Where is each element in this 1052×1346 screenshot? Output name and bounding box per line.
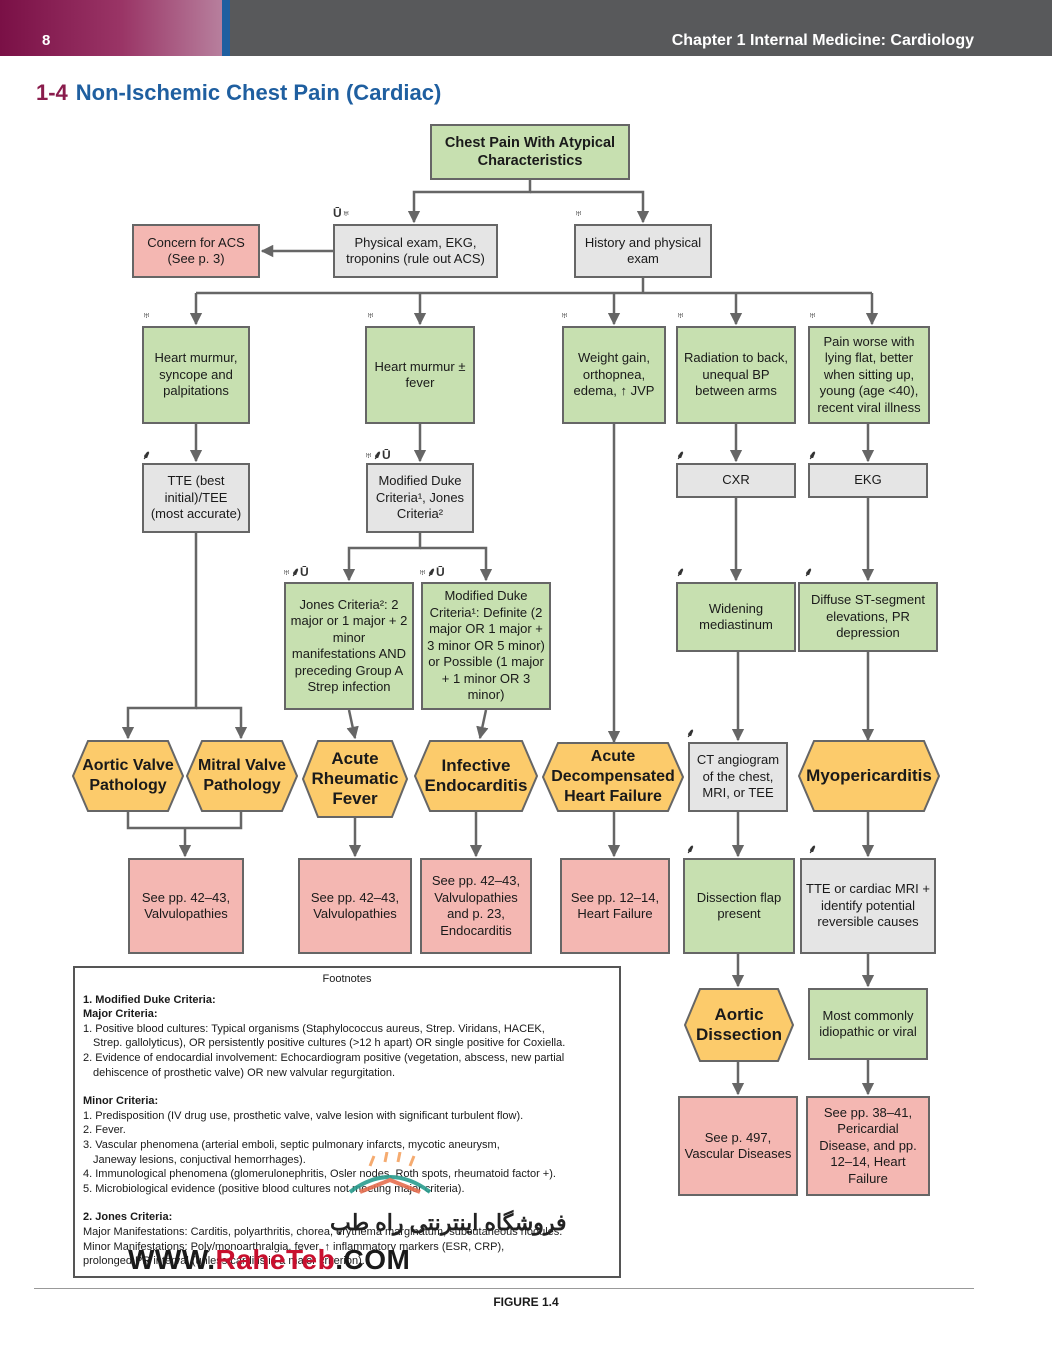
- minor-criterion-4: 4. Immunological phenomena (glomerulonep…: [83, 1168, 556, 1181]
- dx-aortic-valve: Aortic Valve Pathology: [72, 740, 184, 812]
- ref-valvulopathies-2: See pp. 42–43, Valvulopathies: [298, 858, 412, 954]
- stethoscope-icon: ♅: [808, 308, 817, 322]
- stethoscope-icon: ♅: [366, 308, 375, 322]
- header-bar-right: [230, 0, 1052, 56]
- dx-mitral-valve: Mitral Valve Pathology: [186, 740, 298, 812]
- minor-criterion-5: 5. Microbiological evidence (positive bl…: [83, 1182, 465, 1195]
- murmur-syncope-node: Heart murmur, syncope and palpitations: [142, 326, 250, 424]
- jones-title: 2. Jones Criteria:: [83, 1211, 173, 1224]
- jones-minor-cont: prolonged PR interval (unless carditis i…: [83, 1255, 365, 1268]
- major-criterion-1: 1. Positive blood cultures: Typical orga…: [83, 1022, 545, 1035]
- watermark-url: WWW.RaheTeb.COM: [128, 1244, 411, 1275]
- header-bar-separator: [222, 0, 230, 56]
- lab-exam-icon: Ū♅: [333, 206, 351, 220]
- tte-node: TTE (best initial)/TEE (most accurate): [142, 463, 250, 533]
- minor-criterion-1: 1. Predisposition (IV drug use, prosthet…: [83, 1109, 524, 1122]
- minor-criterion-3: 3. Vascular phenomena (arterial emboli, …: [83, 1138, 500, 1151]
- major-criterion-2-cont: dehiscence of prosthetic valve) OR new v…: [93, 1066, 396, 1079]
- widening-mediastinum-node: Widening mediastinum: [676, 582, 796, 652]
- header-bar-left: [0, 0, 222, 56]
- minor-criteria-title: Minor Criteria:: [83, 1095, 159, 1108]
- ref-heart-failure: See pp. 12–14, Heart Failure: [560, 858, 670, 954]
- minor-criterion-3-cont: Janeway lesions, conjuctival hemorrhages…: [93, 1153, 306, 1166]
- chapter-title: Chapter 1 Internal Medicine: Cardiology: [671, 32, 974, 49]
- ekg-node: EKG: [808, 463, 928, 498]
- duke-title: 1. Modified Duke Criteria:: [83, 993, 216, 1006]
- watermark-logo: [348, 1152, 432, 1194]
- ct-angiogram-node: CT angiogram of the chest, MRI, or TEE: [688, 742, 788, 812]
- dx-infective-endocarditis-label: Infective Endocarditis: [424, 756, 528, 795]
- dissection-flap-node: Dissection flap present: [683, 858, 795, 954]
- stethoscope-icon: ♅: [142, 308, 151, 322]
- pain-lying-node: Pain worse with lying flat, better when …: [808, 326, 930, 424]
- duke-definite-node: Modified Duke Criteria¹: Definite (2 maj…: [421, 582, 551, 710]
- stethoscope-icon: ♅: [560, 308, 569, 322]
- start-node: Chest Pain With Atypical Characteristics: [430, 124, 630, 180]
- section-title-text: Non-Ischemic Chest Pain (Cardiac): [75, 80, 442, 105]
- dx-myopericarditis-label: Myopericarditis: [806, 766, 932, 785]
- major-criteria-title: Major Criteria:: [83, 1008, 158, 1021]
- ref-endocarditis: See pp. 42–43, Valvulopathies and p. 23,…: [420, 858, 532, 954]
- imaging-icon: ⸙: [676, 565, 686, 579]
- stethoscope-icon: ♅: [676, 308, 685, 322]
- section-title: 1-4 Non-Ischemic Chest Pain (Cardiac): [36, 80, 441, 106]
- dx-rheumatic-fever-label: Acute Rheumatic Fever: [311, 749, 399, 808]
- dx-aortic-valve-label: Aortic Valve Pathology: [82, 757, 174, 794]
- acs-concern-node: Concern for ACS (See p. 3): [132, 224, 260, 278]
- page-number: 8: [42, 32, 51, 49]
- ref-pericardial: See pp. 38–41, Pericardial Disease, and …: [806, 1096, 930, 1196]
- major-criterion-1-cont: Strep. gallolyticus), OR persistently po…: [93, 1037, 566, 1050]
- imaging-icon: ⸙: [808, 842, 818, 856]
- dx-aortic-dissection-label: Aortic Dissection: [696, 1005, 782, 1044]
- imaging-icon: ⸙: [686, 842, 696, 856]
- dx-aortic-dissection: Aortic Dissection: [684, 988, 794, 1062]
- minor-criterion-2: 2. Fever.: [83, 1124, 126, 1137]
- dx-heart-failure-label: Acute Decompensated Heart Failure: [551, 748, 675, 805]
- footer-rule: [34, 1288, 974, 1289]
- watermark-persian: فروشگاه اینترنتی راه طب: [330, 1210, 567, 1235]
- dx-rheumatic-fever: Acute Rheumatic Fever: [302, 740, 408, 818]
- exam-imaging-lab-icon: ♅⸙Ū: [364, 448, 391, 462]
- duke-jones-node: Modified Duke Criteria¹, Jones Criteria²: [366, 463, 474, 533]
- jones-criteria-node: Jones Criteria²: 2 major or 1 major + 2 …: [284, 582, 414, 710]
- section-number: 1-4: [36, 80, 68, 105]
- jones-major: Major Manifestations: Carditis, polyarth…: [83, 1225, 563, 1238]
- figure-caption: FIGURE 1.4: [493, 1295, 559, 1309]
- tte-mri-node: TTE or cardiac MRI + identify potential …: [800, 858, 936, 954]
- imaging-icon: ⸙: [142, 448, 152, 462]
- major-criterion-2: 2. Evidence of endocardial involvement: …: [83, 1051, 565, 1064]
- dx-myopericarditis: Myopericarditis: [798, 740, 940, 812]
- weight-gain-node: Weight gain, orthopnea, edema, ↑ JVP: [562, 326, 666, 424]
- radiation-node: Radiation to back, unequal BP between ar…: [676, 326, 796, 424]
- footnotes-box: Footnotes 1. Modified Duke Criteria: Maj…: [73, 966, 621, 1278]
- idiopathic-node: Most commonly idiopathic or viral: [808, 988, 928, 1060]
- jones-minor: Minor Manifestations: Poly/monoarthralgi…: [83, 1240, 505, 1253]
- murmur-fever-node: Heart murmur ± fever: [365, 326, 475, 424]
- physical-exam-ekg-node: Physical exam, EKG, troponins (rule out …: [333, 224, 498, 278]
- dx-heart-failure: Acute Decompensated Heart Failure: [542, 742, 684, 812]
- cxr-node: CXR: [676, 463, 796, 498]
- dx-mitral-valve-label: Mitral Valve Pathology: [197, 757, 287, 794]
- footnotes-heading: Footnotes: [322, 973, 372, 985]
- ref-vascular: See p. 497, Vascular Diseases: [678, 1096, 798, 1196]
- imaging-icon: ⸙: [808, 448, 818, 462]
- exam-imaging-lab-icon: ♅⸙Ū: [418, 565, 445, 579]
- ref-valvulopathies-1: See pp. 42–43, Valvulopathies: [128, 858, 244, 954]
- imaging-icon: ⸙: [676, 448, 686, 462]
- stethoscope-icon: ♅: [574, 206, 583, 220]
- history-exam-node: History and physical exam: [574, 224, 712, 278]
- st-elevation-node: Diffuse ST-segment elevations, PR depres…: [798, 582, 938, 652]
- dx-infective-endocarditis: Infective Endocarditis: [414, 740, 538, 812]
- exam-imaging-lab-icon: ♅⸙Ū: [282, 565, 309, 579]
- imaging-icon: ⸙: [804, 565, 814, 579]
- imaging-icon: ⸙: [686, 726, 696, 740]
